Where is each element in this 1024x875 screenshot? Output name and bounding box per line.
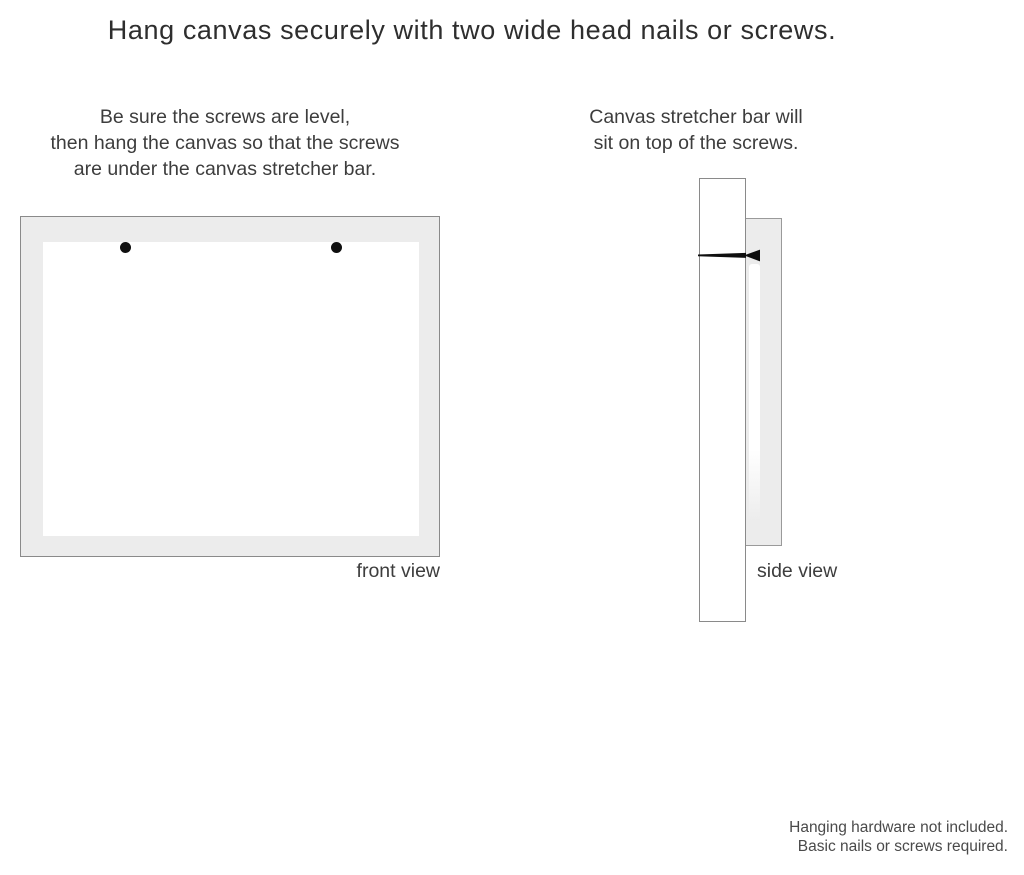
front-view-caption: front view <box>356 560 440 582</box>
front-view-instructions: Be sure the screws are level, then hang … <box>25 104 425 182</box>
nail-head <box>744 249 760 262</box>
instruction-line: are under the canvas stretcher bar. <box>73 158 377 180</box>
instruction-line: Canvas stretcher bar will <box>589 106 803 128</box>
stretcher-bar-side <box>699 178 746 622</box>
canvas-image-area <box>43 242 419 536</box>
side-view-instructions: Canvas stretcher bar will sit on top of … <box>570 104 822 156</box>
nail-shaft <box>698 252 746 258</box>
nail-graphic <box>698 249 760 262</box>
instruction-line: then hang the canvas so that the screws <box>50 132 400 154</box>
footer-note: Hanging hardware not included. Basic nai… <box>700 818 1008 856</box>
instruction-line: sit on top of the screws. <box>593 132 799 154</box>
canvas-side-highlight <box>749 264 760 522</box>
nail-dot-left <box>120 242 131 253</box>
footer-note-line: Hanging hardware not included. <box>789 819 1008 836</box>
footer-note-line: Basic nails or screws required. <box>797 838 1008 855</box>
front-view-diagram <box>20 216 440 557</box>
nail-dot-right <box>331 242 342 253</box>
instruction-line: Be sure the screws are level, <box>99 106 351 128</box>
page-title: Hang canvas securely with two wide head … <box>107 15 837 45</box>
side-view-caption: side view <box>757 560 838 582</box>
